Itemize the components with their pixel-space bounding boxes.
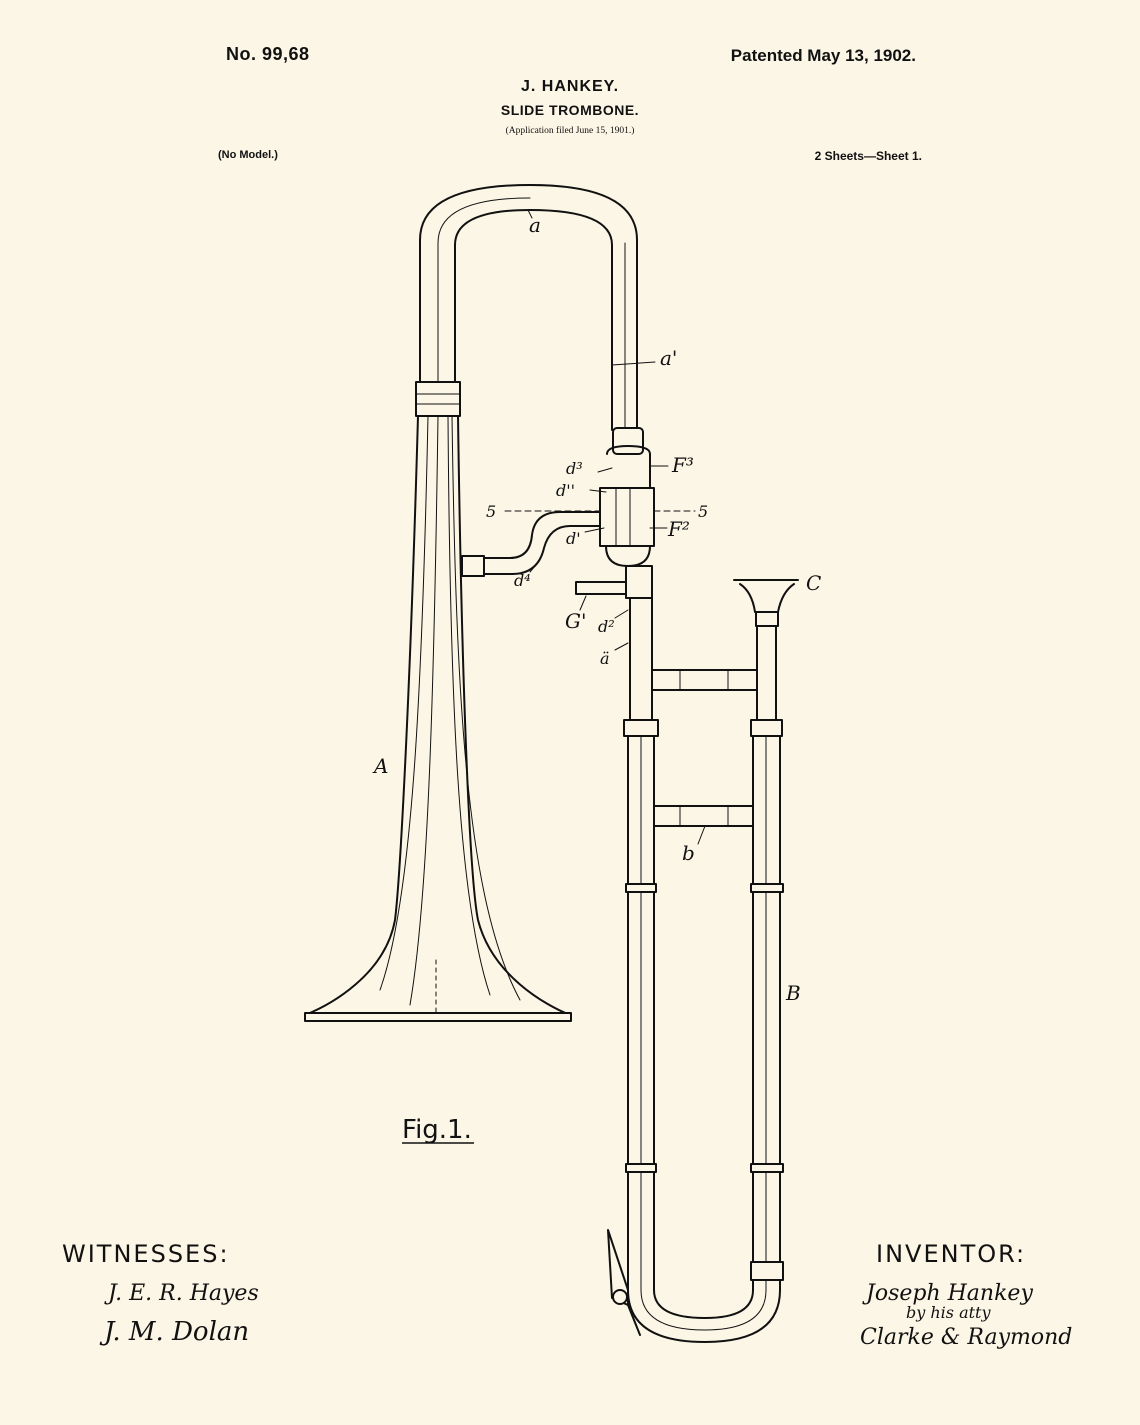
patent-date: Patented May 13, 1902. <box>730 46 916 65</box>
valve-body <box>575 427 655 599</box>
inventor-signature: Joseph Hankey <box>862 1281 1033 1306</box>
label-d4: d⁴ <box>514 571 531 590</box>
slide-crook <box>627 1289 781 1343</box>
bell-rim <box>304 1012 572 1022</box>
witness-signature-2: J. M. Dolan <box>99 1317 249 1347</box>
label-C: C <box>806 571 821 595</box>
bell-flare-right <box>457 415 571 1016</box>
label-d-prime: d' <box>566 529 581 548</box>
inventor-heading: J. HANKEY. <box>520 78 620 95</box>
sheet-count: 2 Sheets—Sheet 1. <box>814 149 922 163</box>
bell-brace <box>461 511 601 577</box>
upper-stay <box>651 669 758 691</box>
upper-crook-outer <box>419 184 638 431</box>
label-d2: d² <box>598 617 615 636</box>
upper-crook-inner <box>454 209 613 431</box>
main-slide <box>607 579 799 1343</box>
application-filed-note: (Application filed June 15, 1901.) <box>505 126 635 136</box>
witnesses-title: WITNESSES: <box>62 1240 230 1268</box>
patent-number: No. 99,68 <box>226 44 310 64</box>
label-b: b <box>682 841 695 865</box>
attorney-signature: Clarke & Raymond <box>860 1325 1072 1350</box>
label-F3: F³ <box>671 453 694 477</box>
witness-signature-1: J. E. R. Hayes <box>104 1281 259 1306</box>
bell-flare-left <box>304 415 419 1016</box>
bell-ferrule <box>415 381 461 417</box>
reference-labels: a a' d³ d'' F³ 5 5 F² d' d⁴ C G' d² ä A … <box>372 213 821 1005</box>
inventor-title: INVENTOR: <box>876 1240 1026 1268</box>
label-B: B <box>785 981 801 1005</box>
label-a-bar: ä <box>600 649 610 668</box>
inventor-attorney-note: by his atty <box>906 1303 991 1322</box>
label-section-5-left: 5 <box>486 502 496 521</box>
label-section-5-right: 5 <box>698 502 708 521</box>
label-F2: F² <box>667 517 690 541</box>
bell-section <box>304 184 638 1022</box>
label-A: A <box>372 754 388 778</box>
label-d3: d³ <box>566 459 583 478</box>
figure-caption: Fig.1. <box>402 1115 472 1145</box>
label-a-prime: a' <box>660 346 677 370</box>
lower-stay <box>653 805 754 827</box>
label-d-double-prime: d'' <box>556 481 575 500</box>
no-model-note: (No Model.) <box>218 149 278 161</box>
label-a: a <box>529 213 541 237</box>
mouthpiece <box>733 579 799 613</box>
patent-subject: SLIDE TROMBONE. <box>500 102 640 118</box>
label-G-prime: G' <box>565 609 586 633</box>
